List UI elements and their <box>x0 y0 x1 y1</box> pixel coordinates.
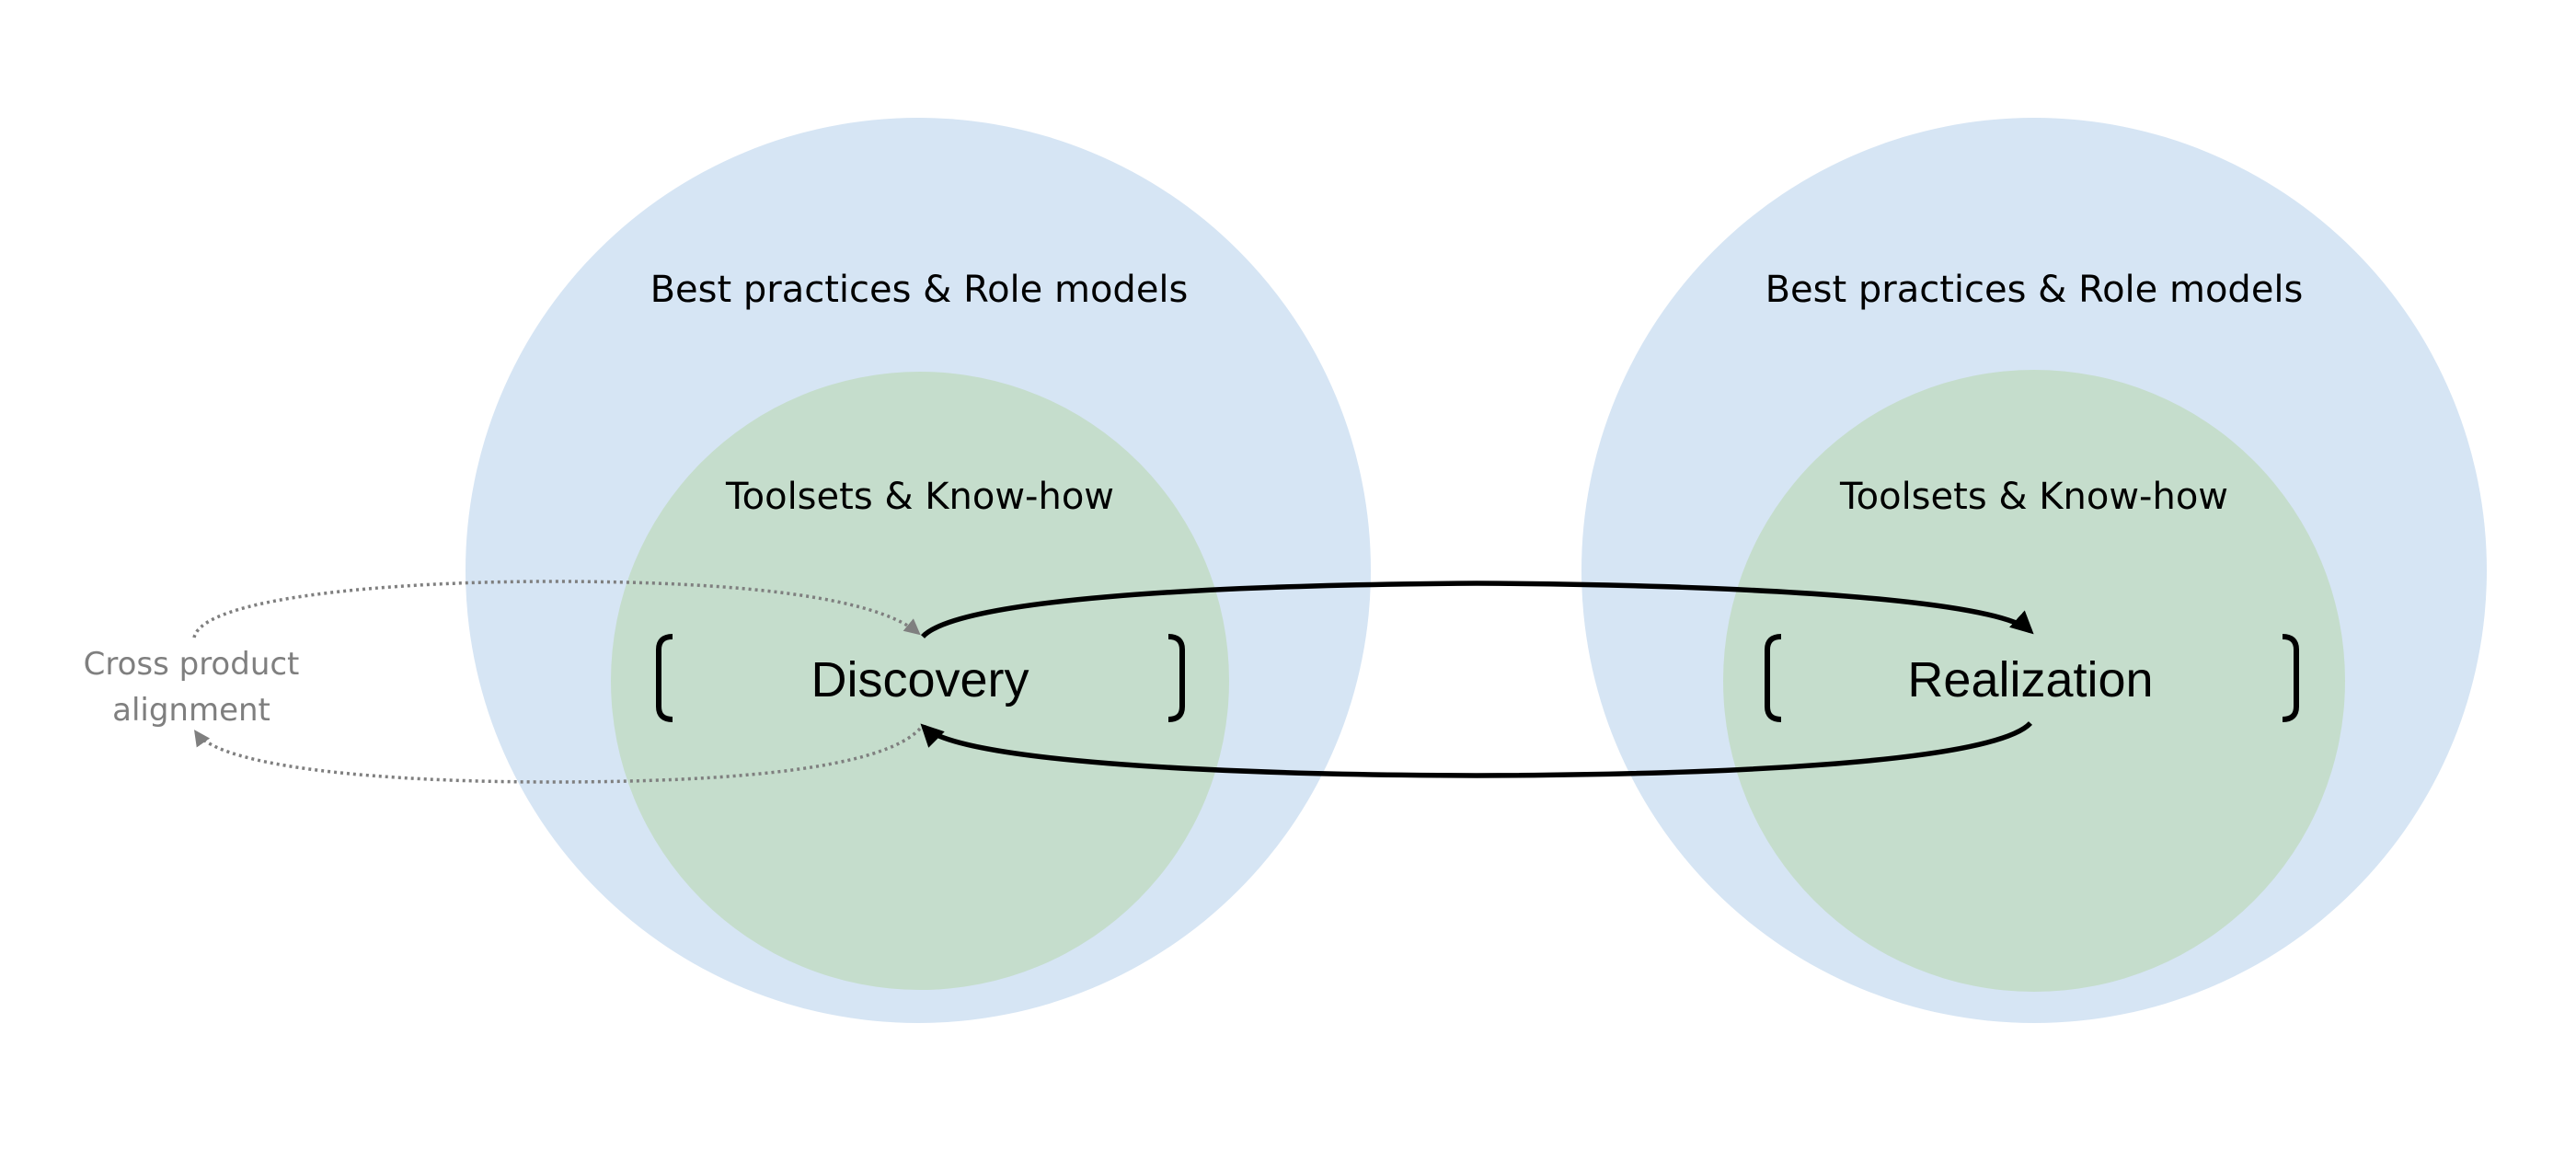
discovery-title: Discovery <box>811 652 1029 707</box>
realization-inner-circle <box>1723 370 2345 992</box>
cross-product-alignment-line1: Cross product <box>84 646 300 683</box>
cross-product-alignment-note: Cross product alignment <box>84 646 300 729</box>
realization-to-discovery-arrow <box>920 721 2033 778</box>
realization-outer-label: Best practices & Role models <box>1765 269 2304 311</box>
discovery-right-bracket <box>1167 634 1185 722</box>
discovery-left-bracket <box>656 634 673 722</box>
realization-title: Realization <box>1907 652 2153 707</box>
realization-inner-label: Toolsets & Know-how <box>1839 476 2228 518</box>
cross-product-alignment-line2: alignment <box>112 692 270 729</box>
realization-left-bracket <box>1765 634 1782 722</box>
discovery-to-alignment-dotted-arrow <box>193 727 922 784</box>
discovery-outer-label: Best practices & Role models <box>650 269 1189 311</box>
discovery-inner-label: Toolsets & Know-how <box>725 476 1114 518</box>
discovery-phase: Best practices & Role models Toolsets & … <box>466 118 1371 1023</box>
discovery-inner-circle <box>611 372 1229 990</box>
realization-phase: Best practices & Role models Toolsets & … <box>1581 118 2487 1023</box>
realization-right-bracket <box>2282 634 2299 722</box>
alignment-to-discovery-dotted-arrow <box>192 580 921 638</box>
discovery-to-realization-arrow <box>920 581 2034 638</box>
